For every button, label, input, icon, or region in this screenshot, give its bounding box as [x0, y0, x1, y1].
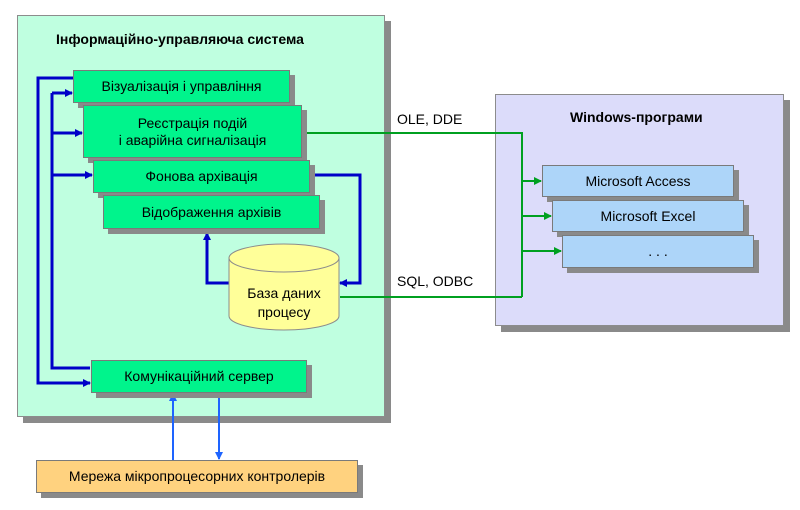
database-label: База даних процесу: [229, 284, 339, 322]
line-visualization-to-comm-server: [36, 76, 91, 387]
background-archiving-label: Фонова архівація: [145, 168, 258, 184]
visualization-label: Візуалізація і управління: [101, 78, 262, 94]
comm-server-module[interactable]: Комунікаційний сервер: [91, 360, 307, 393]
database-label-line2: процесу: [257, 304, 311, 320]
registration-label-line2: і аварійна сигналізація: [118, 131, 267, 148]
line-ole-dde: [302, 132, 523, 297]
controller-network[interactable]: Мережа мікропроцесорних контролерів: [36, 460, 358, 493]
line-database-to-archive-display: [203, 232, 229, 285]
visualization-module[interactable]: Візуалізація і управління: [73, 70, 290, 103]
sql-odbc-label: SQL, ODBC: [397, 273, 474, 289]
comm-server-label: Комунікаційний сервер: [124, 368, 274, 384]
line-archiving-to-database: [309, 173, 362, 287]
app-label: . . .: [648, 243, 668, 259]
app-label: Microsoft Excel: [600, 207, 696, 224]
app-microsoft-access[interactable]: Microsoft Access: [542, 165, 734, 197]
background-archiving-module[interactable]: Фонова архівація: [93, 160, 310, 193]
ole-dde-label: OLE, DDE: [397, 111, 463, 127]
app-microsoft-excel[interactable]: Microsoft Excel: [552, 200, 744, 232]
app-label: Microsoft Access: [585, 172, 691, 189]
windows-panel-title: Windows-програми: [570, 109, 703, 125]
app-other[interactable]: . . .: [562, 235, 754, 268]
network-label: Мережа мікропроцесорних контролерів: [68, 468, 326, 484]
archive-display-label: Відображення архівів: [141, 203, 282, 220]
line-comm-server-bus: [50, 93, 90, 370]
database-cylinder: [228, 243, 340, 331]
archive-display-module[interactable]: Відображення архівів: [103, 195, 320, 229]
event-registration-module[interactable]: Реєстрація подій і аварійна сигналізація: [83, 105, 302, 158]
main-panel-title: Інформаційно-управляюча система: [56, 31, 304, 47]
registration-label-line1: Реєстрація подій: [137, 114, 248, 131]
database-label-line1: База даних: [247, 285, 321, 301]
